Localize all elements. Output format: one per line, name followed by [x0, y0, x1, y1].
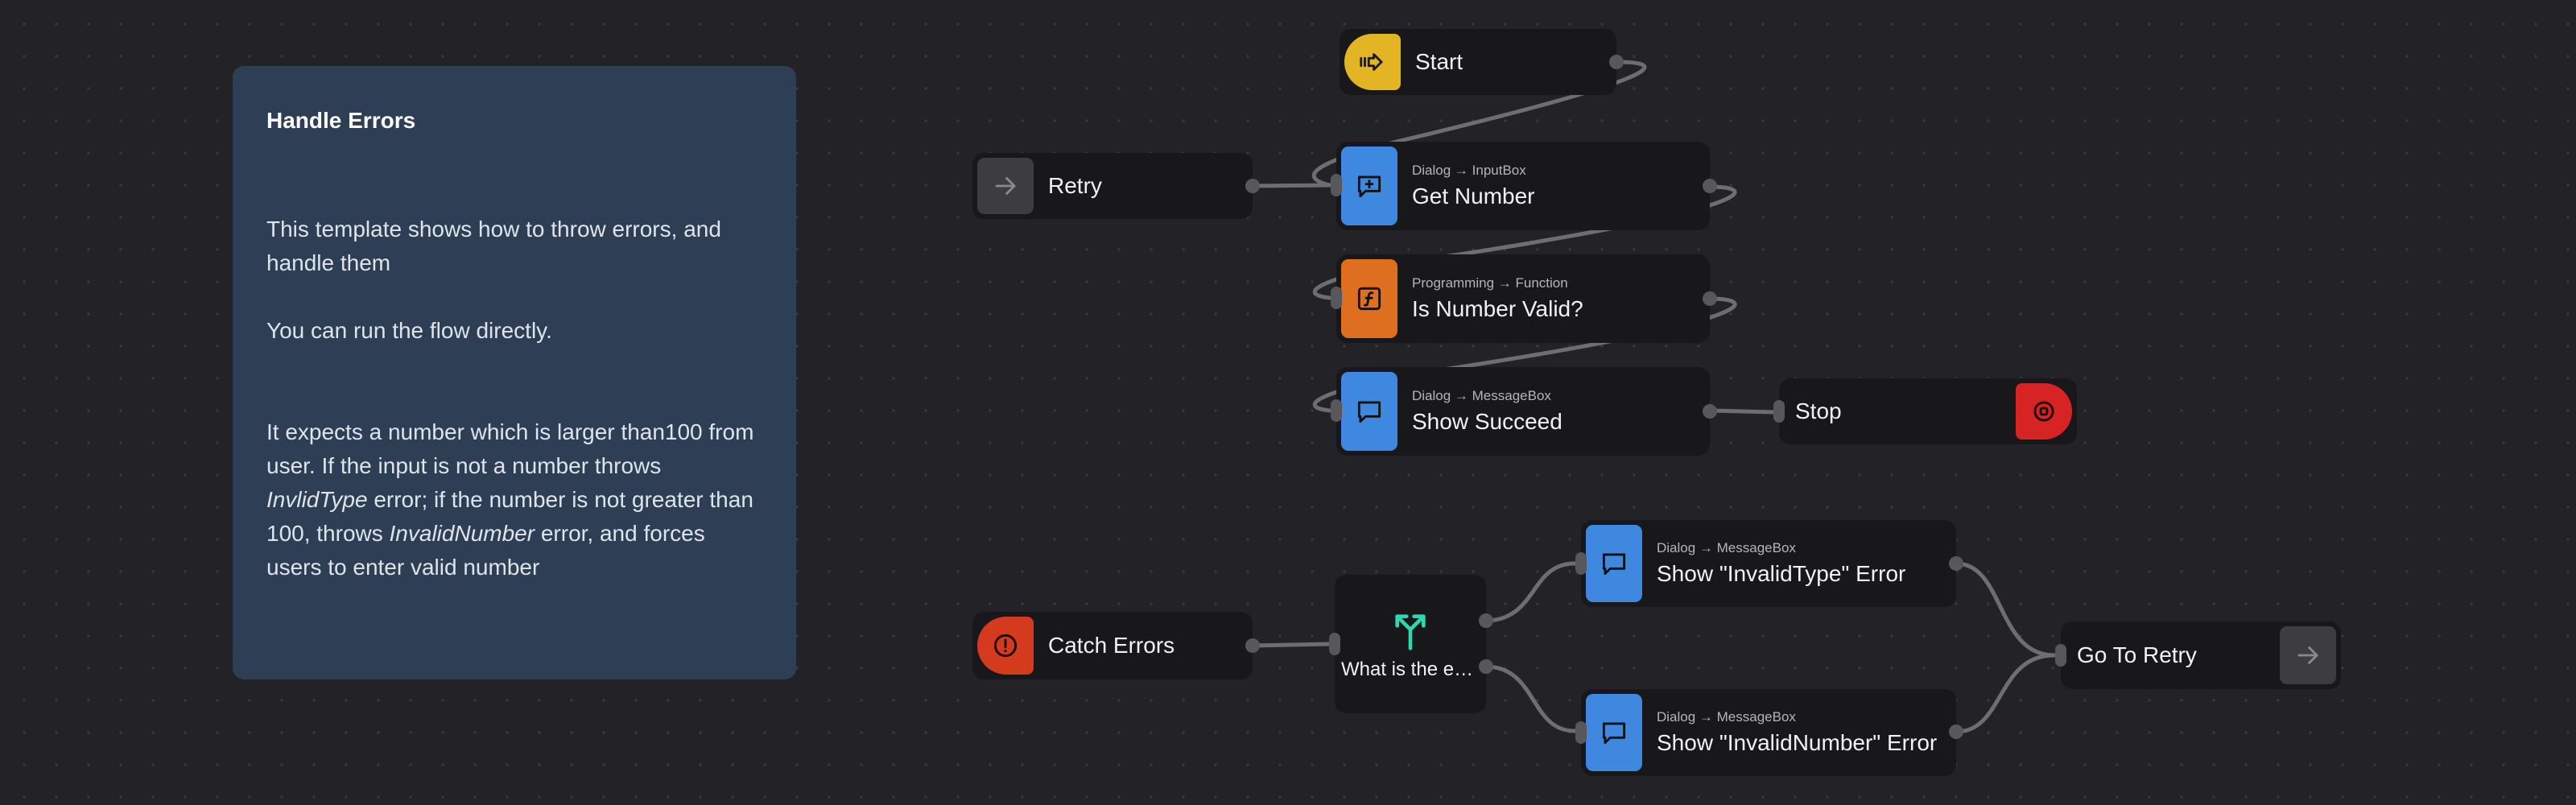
split-icon: [1395, 614, 1426, 650]
node-start-label: Start: [1415, 49, 1463, 74]
node-what-is-the-error-output-port-1[interactable]: [1479, 613, 1493, 628]
note-title: Handle Errors: [266, 108, 416, 133]
node-what-is-the-error-input-port[interactable]: [1329, 633, 1340, 655]
message-icon: [1586, 525, 1642, 602]
node-is-number-valid-label: Is Number Valid?: [1412, 296, 1583, 321]
node-get-number[interactable]: Dialog → InputBox Get Number: [1331, 142, 1717, 230]
node-show-invalid-number-label: Show "InvalidNumber" Error: [1657, 730, 1938, 755]
node-get-number-label: Get Number: [1412, 184, 1535, 208]
node-stop[interactable]: Stop: [1773, 378, 2077, 444]
node-is-number-valid-category: Programming → Function: [1412, 275, 1568, 291]
node-stop-input-port[interactable]: [1773, 400, 1785, 423]
node-stop-label: Stop: [1795, 398, 1842, 423]
node-catch-errors-output-port[interactable]: [1245, 638, 1260, 653]
node-retry[interactable]: Retry: [972, 153, 1260, 219]
note-paragraph-run: You can run the flow directly.: [266, 318, 552, 344]
node-start[interactable]: Start: [1340, 29, 1624, 95]
function-icon: [1341, 259, 1397, 338]
node-show-succeed[interactable]: Dialog → MessageBox Show Succeed: [1331, 367, 1717, 456]
node-catch-errors[interactable]: Catch Errors: [972, 612, 1260, 679]
node-show-succeed-category: Dialog → MessageBox: [1412, 388, 1551, 403]
node-show-invalid-type-input-port[interactable]: [1575, 552, 1587, 575]
node-show-invalid-type-category: Dialog → MessageBox: [1657, 540, 1796, 555]
message-icon: [1341, 372, 1397, 451]
alert-icon: [977, 617, 1034, 675]
node-show-succeed-label: Show Succeed: [1412, 409, 1563, 434]
node-is-number-valid-input-port[interactable]: [1331, 287, 1342, 309]
node-what-is-the-error-label: What is the error?: [1341, 658, 1480, 680]
node-get-number-input-port[interactable]: [1331, 174, 1342, 196]
node-show-invalid-number-input-port[interactable]: [1575, 721, 1587, 744]
start-icon: [1344, 34, 1401, 90]
node-retry-label: Retry: [1048, 173, 1102, 198]
template-note[interactable]: Handle Errors This template shows how to…: [233, 66, 796, 679]
stop-icon: [2016, 383, 2072, 440]
node-catch-errors-label: Catch Errors: [1048, 633, 1175, 658]
edge-invalid-number-to-go-to-retry: [1954, 653, 2057, 734]
node-show-succeed-input-port[interactable]: [1331, 399, 1342, 422]
edge-invalid-type-to-go-to-retry: [1954, 561, 2057, 658]
node-show-invalid-number-error[interactable]: Dialog → MessageBox Show "InvalidNumber"…: [1575, 689, 1963, 776]
node-what-is-the-error[interactable]: What is the error?: [1329, 575, 1493, 713]
node-show-invalid-type-output-port[interactable]: [1949, 556, 1963, 571]
node-is-number-valid[interactable]: Programming → Function Is Number Valid?: [1331, 254, 1717, 343]
node-show-succeed-output-port[interactable]: [1703, 404, 1717, 419]
node-start-output-port[interactable]: [1609, 55, 1624, 69]
node-show-invalid-number-output-port[interactable]: [1949, 724, 1963, 739]
node-show-invalid-type-label: Show "InvalidType" Error: [1657, 561, 1906, 586]
node-go-to-retry-label: Go To Retry: [2077, 642, 2197, 667]
arrow-right-icon: [2280, 626, 2336, 684]
edge-switch-to-invalid-number: [1483, 664, 1577, 733]
node-go-to-retry-input-port[interactable]: [2055, 644, 2066, 667]
node-show-invalid-type-error[interactable]: Dialog → MessageBox Show "InvalidType" E…: [1575, 520, 1963, 607]
node-is-number-valid-output-port[interactable]: [1703, 291, 1717, 306]
arrow-right-icon: [977, 158, 1034, 214]
note-paragraph-intro: This template shows how to throw errors,…: [266, 217, 721, 276]
node-get-number-output-port[interactable]: [1703, 179, 1717, 193]
node-what-is-the-error-output-port-2[interactable]: [1479, 659, 1493, 674]
input-box-icon: [1341, 147, 1397, 225]
node-get-number-category: Dialog → InputBox: [1412, 163, 1526, 178]
edge-catch-to-switch: [1250, 642, 1332, 648]
node-retry-output-port[interactable]: [1245, 179, 1260, 193]
node-go-to-retry[interactable]: Go To Retry: [2055, 621, 2341, 689]
edge-retry-to-get-number: [1250, 183, 1332, 188]
message-icon: [1586, 694, 1642, 771]
node-show-invalid-number-category: Dialog → MessageBox: [1657, 709, 1796, 724]
edge-switch-to-invalid-type: [1483, 561, 1577, 623]
edge-show-succeed-to-stop: [1707, 408, 1777, 415]
note-paragraph-details: It expects a number which is larger than…: [266, 419, 754, 580]
